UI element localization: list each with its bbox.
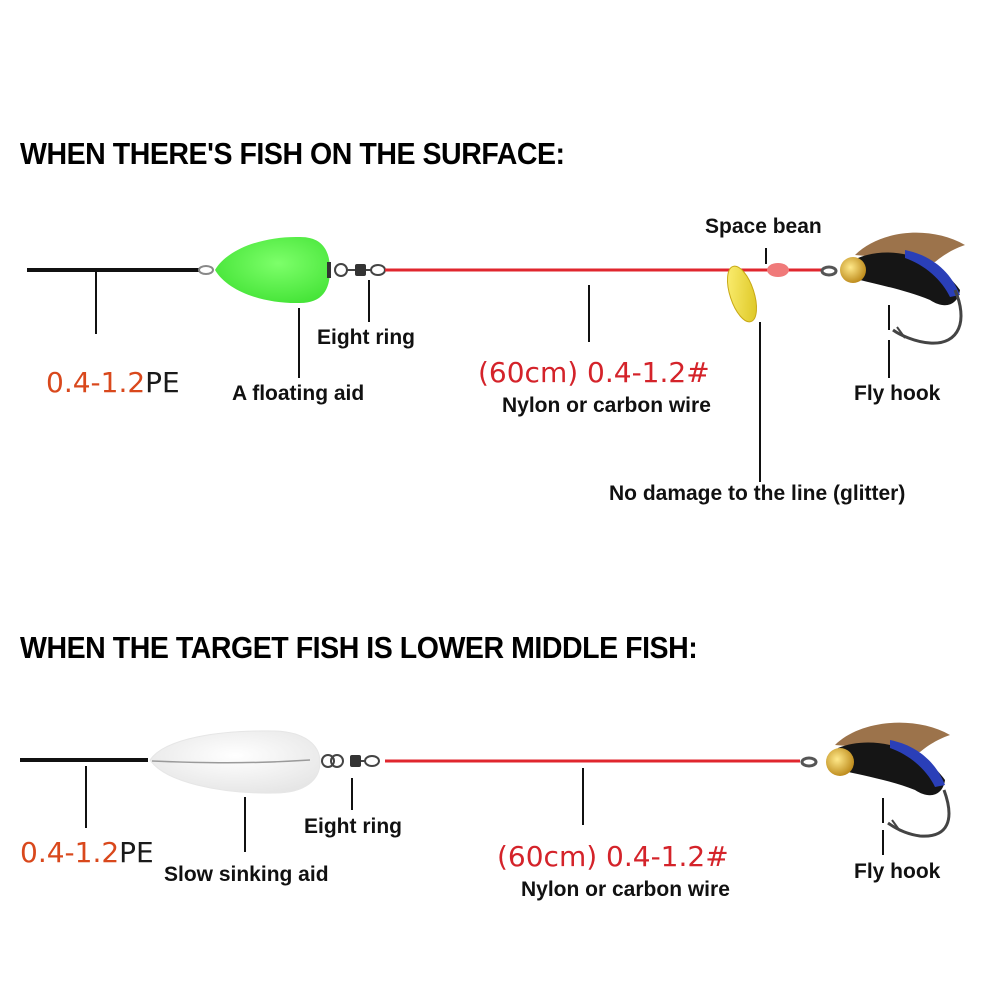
hook-pointer-bottom — [888, 340, 890, 378]
fly-hook-label: Fly hook — [854, 860, 941, 883]
spinner-blade-icon — [726, 265, 758, 323]
section2-heading: WHEN THE TARGET FISH IS LOWER MIDDLE FIS… — [20, 630, 698, 665]
section1-rig — [27, 232, 965, 345]
main-line-spec-unit: PE — [145, 366, 180, 399]
leader-spec: (60cm) 0.4-1.2# — [497, 840, 729, 873]
bean-pointer — [765, 248, 767, 264]
main-line-pointer — [95, 272, 97, 334]
hook-pointer-top — [888, 305, 890, 330]
spinner-label: No damage to the line (glitter) — [609, 482, 906, 505]
slow-sinking-aid-label: Slow sinking aid — [164, 863, 329, 886]
eight-ring-swivel-icon — [321, 754, 380, 768]
eight-ring-label: Eight ring — [304, 815, 402, 838]
main-line-spec-unit: PE — [119, 836, 154, 869]
swivel-pointer — [368, 280, 370, 322]
main-line-pointer — [85, 766, 87, 828]
float-pointer — [244, 797, 246, 852]
section1-heading: WHEN THERE'S FISH ON THE SURFACE: — [20, 136, 565, 171]
space-bean-icon — [767, 263, 789, 277]
space-bean-label: Space bean — [705, 215, 822, 238]
eight-ring-label: Eight ring — [317, 326, 415, 349]
eight-ring-swivel-icon — [334, 263, 386, 277]
float-eye-icon — [198, 265, 214, 275]
main-line-spec-value: 0.4-1.2 — [20, 836, 120, 869]
hook-pointer-bottom — [882, 830, 884, 855]
leader-pointer — [588, 285, 590, 342]
leader-spec: (60cm) 0.4-1.2# — [478, 356, 710, 389]
fly-hook-label: Fly hook — [854, 382, 941, 405]
main-line-spec: 0.4-1.2PE — [20, 836, 154, 869]
leader-label: Nylon or carbon wire — [521, 878, 730, 901]
spinner-pointer — [759, 322, 761, 482]
fly-hook-icon — [826, 722, 951, 838]
swivel-pointer — [351, 778, 353, 810]
main-line-spec: 0.4-1.2PE — [46, 366, 180, 399]
floating-aid-label: A floating aid — [232, 382, 365, 405]
fly-hook-icon — [840, 232, 965, 345]
section2-rig — [20, 722, 951, 838]
leader-label: Nylon or carbon wire — [502, 394, 711, 417]
hook-pointer-top — [882, 798, 884, 823]
floating-aid-icon — [215, 236, 330, 304]
float-pointer — [298, 308, 300, 378]
leader-pointer — [582, 768, 584, 825]
main-line-spec-value: 0.4-1.2 — [46, 366, 146, 399]
